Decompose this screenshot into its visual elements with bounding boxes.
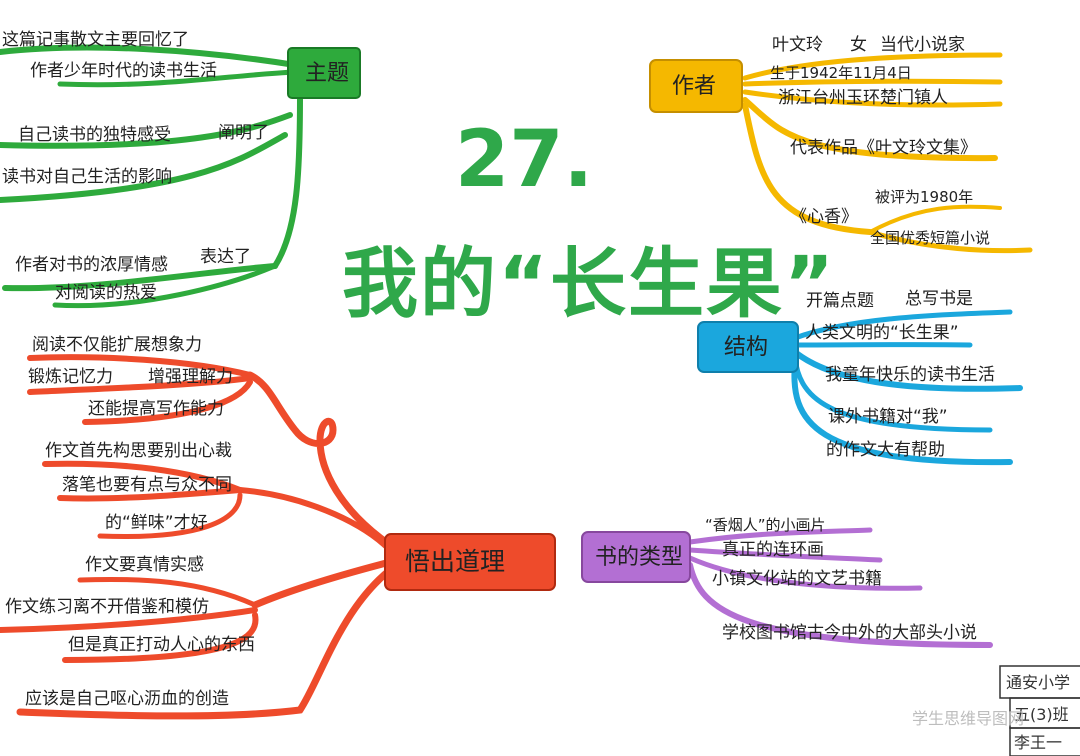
lessons-branch-8 <box>0 607 258 633</box>
theme-branch-3 <box>0 112 293 149</box>
lessons-line-11: 应该是自己呕心沥血的创造 <box>25 689 229 709</box>
theme-hub-label: 主题 <box>305 61 349 86</box>
structure-line-3: 人类文明的“长生果” <box>805 323 959 343</box>
structure-branch-1 <box>792 309 1013 341</box>
lessons-line-2: 锻炼记忆力 <box>28 367 113 387</box>
lessons-branch-9 <box>62 612 259 663</box>
structure-line-4: 我童年快乐的读书生活 <box>825 365 995 385</box>
book-types-branch-3 <box>687 555 923 591</box>
lessons-line-1: 阅读不仅能扩展想象力 <box>32 335 202 355</box>
theme-line-8: 对阅读的热爱 <box>55 283 157 303</box>
lessons-line-7: 的“鲜味”才好 <box>105 513 208 533</box>
theme-line-7: 表达了 <box>200 247 251 267</box>
theme-branch-5 <box>2 263 278 292</box>
author-line-1: 叶文玲 <box>772 35 823 55</box>
book-types-line-4: 学校图书馆古今中外的大部头小说 <box>722 623 977 643</box>
author-line-9: 全国优秀短篇小说 <box>870 229 990 247</box>
book-types-branch-2 <box>687 547 883 563</box>
theme-line-2: 作者少年时代的读书生活 <box>30 61 217 81</box>
lessons-hub <box>384 533 556 591</box>
theme-trunk <box>272 92 303 269</box>
lessons-line-8: 作文要真情实感 <box>85 555 204 575</box>
author-line-3: 当代小说家 <box>880 35 965 55</box>
branch-book-types <box>687 527 993 648</box>
lessons-line-3: 增强理解力 <box>148 367 233 387</box>
author-branch-3 <box>742 89 1003 108</box>
lessons-branch-10 <box>16 566 394 720</box>
structure-hub-label: 结构 <box>724 335 768 360</box>
book-types-branch-1 <box>687 527 873 545</box>
author-branch-6 <box>868 204 1002 234</box>
theme-hub <box>287 47 361 99</box>
author-line-2: 女 <box>850 35 867 55</box>
lessons-line-5: 作文首先构思要别出心裁 <box>45 441 232 461</box>
structure-hub <box>697 321 799 373</box>
structure-line-2: 总写书是 <box>905 289 973 309</box>
branch-author <box>742 52 1033 254</box>
signature-name: 李王一 <box>1014 733 1062 752</box>
lessons-branch-7 <box>77 576 258 608</box>
author-branch-7 <box>867 229 1033 254</box>
theme-line-3: 自己读书的独特感受 <box>18 125 171 145</box>
author-branch-5 <box>742 102 873 235</box>
book-types-hub-label: 书的类型 <box>595 545 683 570</box>
author-hub <box>649 59 743 113</box>
author-line-6: 代表作品《叶文玲文集》 <box>790 138 977 158</box>
theme-branch-4 <box>0 132 288 203</box>
author-branch-4 <box>742 97 998 162</box>
lessons-branch-3 <box>82 379 253 425</box>
lessons-trunk-mid <box>237 487 393 553</box>
lessons-branch-1 <box>27 354 253 378</box>
watermark: 学生思维导图网 <box>912 709 1024 728</box>
theme-line-6: 作者对书的浓厚情感 <box>15 255 168 275</box>
signature-school: 通安小学 <box>1006 673 1070 692</box>
lessons-branch-4 <box>42 460 243 493</box>
lessons-line-4: 还能提高写作能力 <box>88 399 224 419</box>
structure-line-5: 课外书籍对“我” <box>828 407 948 427</box>
theme-line-1: 这篇记事散文主要回忆了 <box>2 30 189 50</box>
structure-branch-4 <box>792 355 993 433</box>
lessons-branch-6 <box>97 492 243 539</box>
book-types-line-3: 小镇文化站的文艺书籍 <box>712 569 882 589</box>
branch-structure <box>791 309 1023 466</box>
author-line-7: 《心香》 <box>790 207 858 227</box>
book-types-line-2: 真正的连环画 <box>722 540 824 560</box>
lessons-trunk-low <box>251 558 394 609</box>
branch-lessons <box>0 354 394 720</box>
branch-theme <box>0 44 303 309</box>
lessons-branch-2 <box>27 375 253 395</box>
lessons-line-10: 但是真正打动人心的东西 <box>68 635 255 655</box>
theme-line-5: 读书对自己生活的影响 <box>2 167 172 187</box>
structure-line-1: 开篇点题 <box>806 291 874 311</box>
theme-branch-2 <box>57 69 298 88</box>
book-types-line-1: “香烟人”的小画片 <box>705 516 826 534</box>
signature-class: 五(3)班 <box>1014 705 1069 724</box>
structure-branch-5 <box>791 359 1013 466</box>
title-main: 我的“长生果” <box>342 239 836 328</box>
author-line-8: 被评为1980年 <box>875 188 973 206</box>
theme-line-4: 阐明了 <box>218 123 269 143</box>
lessons-line-9: 作文练习离不开借鉴和模仿 <box>5 597 209 617</box>
signature-box <box>999 665 1080 756</box>
author-line-5: 浙江台州玉环楚门镇人 <box>778 88 948 108</box>
title-number: 27. <box>455 115 593 205</box>
theme-branch-1 <box>0 44 298 68</box>
structure-branch-3 <box>792 349 1023 392</box>
lessons-line-6: 落笔也要有点与众不同 <box>62 475 232 495</box>
book-types-hub <box>581 531 691 583</box>
lessons-hub-label: 悟出道理 <box>405 547 505 576</box>
structure-line-6: 的作文大有帮助 <box>826 440 945 460</box>
lessons-branch-5 <box>57 487 243 502</box>
author-hub-label: 作者 <box>672 74 716 99</box>
author-branch-2 <box>742 78 1003 87</box>
lessons-trunk-top <box>246 371 394 549</box>
book-types-branch-4 <box>687 562 993 648</box>
author-line-4: 生于1942年11月4日 <box>770 64 912 82</box>
theme-branch-6 <box>52 263 278 309</box>
author-branch-1 <box>742 52 1003 81</box>
